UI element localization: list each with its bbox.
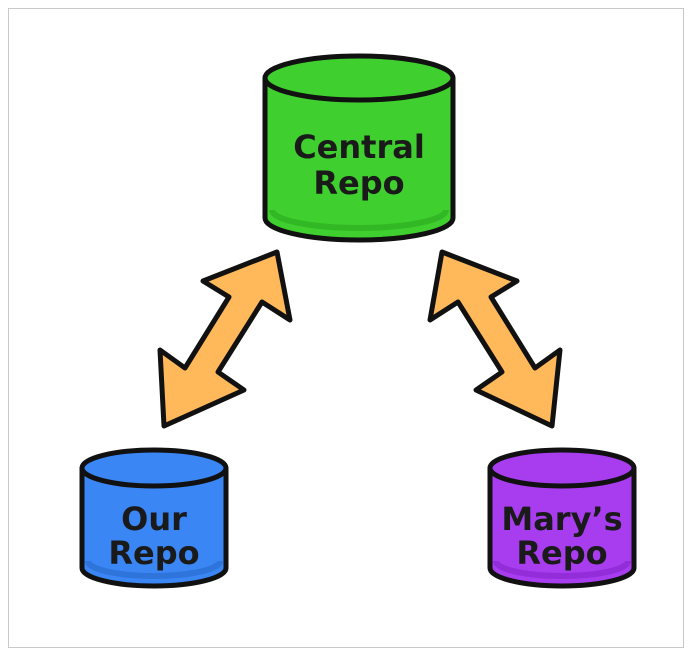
- left-arrow-shape: [157, 249, 293, 429]
- marys-repo-label-line2: Repo: [516, 534, 607, 572]
- central-repo-cylinder: Central Repo: [262, 53, 456, 243]
- our-repo-cylinder: Our Repo: [79, 447, 229, 589]
- right-arrow-shape: [427, 249, 563, 429]
- marys-repo-body: [487, 465, 637, 589]
- central-repo-shade: [269, 209, 449, 231]
- our-repo-label-line2: Repo: [108, 534, 199, 572]
- left-double-arrow: [157, 249, 293, 429]
- marys-repo-top: [487, 447, 637, 489]
- marys-repo-shade: [493, 560, 631, 579]
- marys-repo-cylinder: Mary’s Repo: [487, 447, 637, 589]
- marys-repo-label-line1: Mary’s: [501, 500, 622, 538]
- our-repo-shade: [85, 560, 223, 579]
- central-repo-label-line2: Repo: [313, 164, 404, 202]
- central-repo-label-line1: Central: [293, 128, 425, 166]
- our-repo-top: [79, 447, 229, 489]
- central-repo-top: [262, 53, 456, 103]
- central-repo-body: [262, 75, 456, 243]
- right-double-arrow: [427, 249, 563, 429]
- our-repo-label-line1: Our: [121, 500, 187, 538]
- our-repo-body: [79, 465, 229, 589]
